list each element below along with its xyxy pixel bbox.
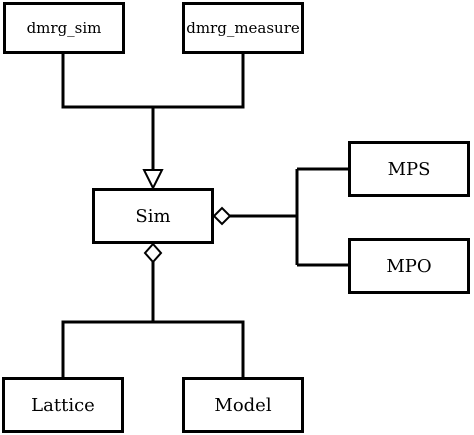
connector-dmrg-sim xyxy=(61,51,153,109)
node-dmrg-measure: dmrg_measure xyxy=(182,2,304,54)
inheritance-arrow-icon xyxy=(142,169,164,191)
node-mps: MPS xyxy=(348,141,470,197)
node-sim: Sim xyxy=(92,188,214,244)
node-dmrg-sim: dmrg_sim xyxy=(3,2,125,54)
aggregation-diamond-right-icon xyxy=(212,206,232,226)
connector-dmrg-measure xyxy=(153,51,245,109)
node-model: Model xyxy=(182,377,304,433)
aggregation-diamond-bottom-icon xyxy=(143,242,163,264)
node-mpo: MPO xyxy=(348,238,470,294)
connector-model xyxy=(153,320,245,378)
node-lattice: Lattice xyxy=(2,377,124,433)
connector-lattice xyxy=(61,320,153,378)
